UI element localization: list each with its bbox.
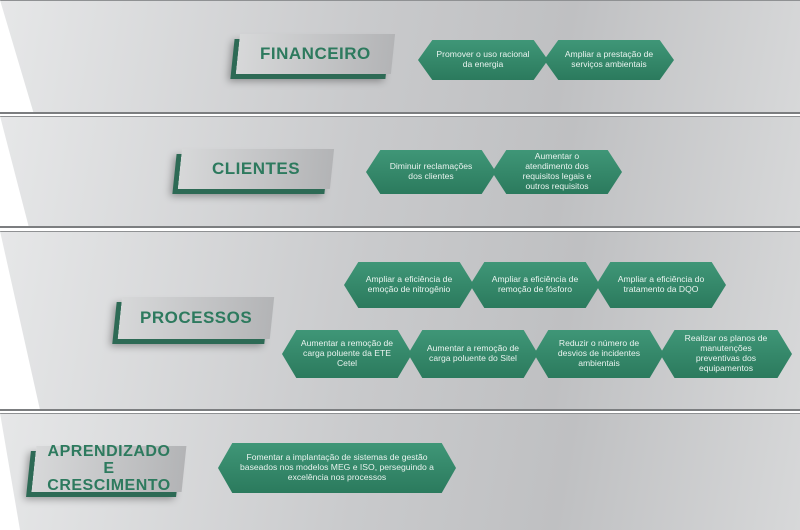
objective-text: Diminuir reclamações dos clientes (389, 161, 473, 181)
objective-text: Realizar os planos de manutenções preven… (684, 333, 768, 373)
objective-hex: Ampliar a eficiência de emoção de nitrog… (344, 262, 474, 308)
objective-hex: Promover o uso racional da energia (418, 40, 548, 80)
objective-hex: Ampliar a eficiência do tratamento da DQ… (596, 262, 726, 308)
objective-text: Ampliar a prestação de serviços ambienta… (564, 49, 654, 69)
perspective-label-financeiro: FINANCEIRO (235, 34, 396, 74)
objective-hex: Ampliar a eficiência de remoção de fósfo… (470, 262, 600, 308)
objective-text: Aumentar a remoção de carga poluente do … (426, 343, 520, 363)
objective-hex: Aumentar a remoção de carga poluente do … (408, 330, 538, 378)
objective-hex: Aumentar o atendimento dos requisitos le… (492, 150, 622, 194)
objective-hex: Aumentar a remoção de carga poluente da … (282, 330, 412, 378)
perspective-label-text: PROCESSOS (139, 308, 253, 328)
band-divider (0, 409, 800, 411)
band-financeiro (0, 0, 800, 113)
objective-text: Ampliar a eficiência de emoção de nitrog… (365, 274, 453, 294)
objective-hex: Diminuir reclamações dos clientes (366, 150, 496, 194)
band-divider (0, 226, 800, 228)
band-divider (0, 112, 800, 114)
objective-text: Ampliar a eficiência de remoção de fósfo… (491, 274, 579, 294)
objective-text: Aumentar a remoção de carga poluente da … (300, 338, 394, 368)
objective-text: Fomentar a implantação de sistemas de ge… (240, 452, 434, 482)
perspective-label-processos: PROCESSOS (117, 297, 275, 339)
perspective-label-clientes: CLIENTES (177, 149, 335, 189)
objective-hex-wide: Fomentar a implantação de sistemas de ge… (218, 443, 456, 493)
objective-text: Promover o uso racional da energia (436, 49, 530, 69)
objective-hex: Ampliar a prestação de serviços ambienta… (544, 40, 674, 80)
objective-text: Ampliar a eficiência do tratamento da DQ… (617, 274, 705, 294)
perspective-label-text: CLIENTES (211, 159, 301, 179)
perspective-label-aprendizado: APRENDIZADO E CRESCIMENTO (31, 442, 187, 494)
perspective-label-text: APRENDIZADO E CRESCIMENTO (47, 442, 171, 494)
perspective-label-text: FINANCEIRO (260, 44, 371, 64)
objective-text: Reduzir o número de desvios de incidente… (557, 338, 641, 368)
objective-hex: Realizar os planos de manutenções preven… (660, 330, 792, 378)
objective-hex: Reduzir o número de desvios de incidente… (534, 330, 664, 378)
objective-text: Aumentar o atendimento dos requisitos le… (522, 151, 592, 191)
